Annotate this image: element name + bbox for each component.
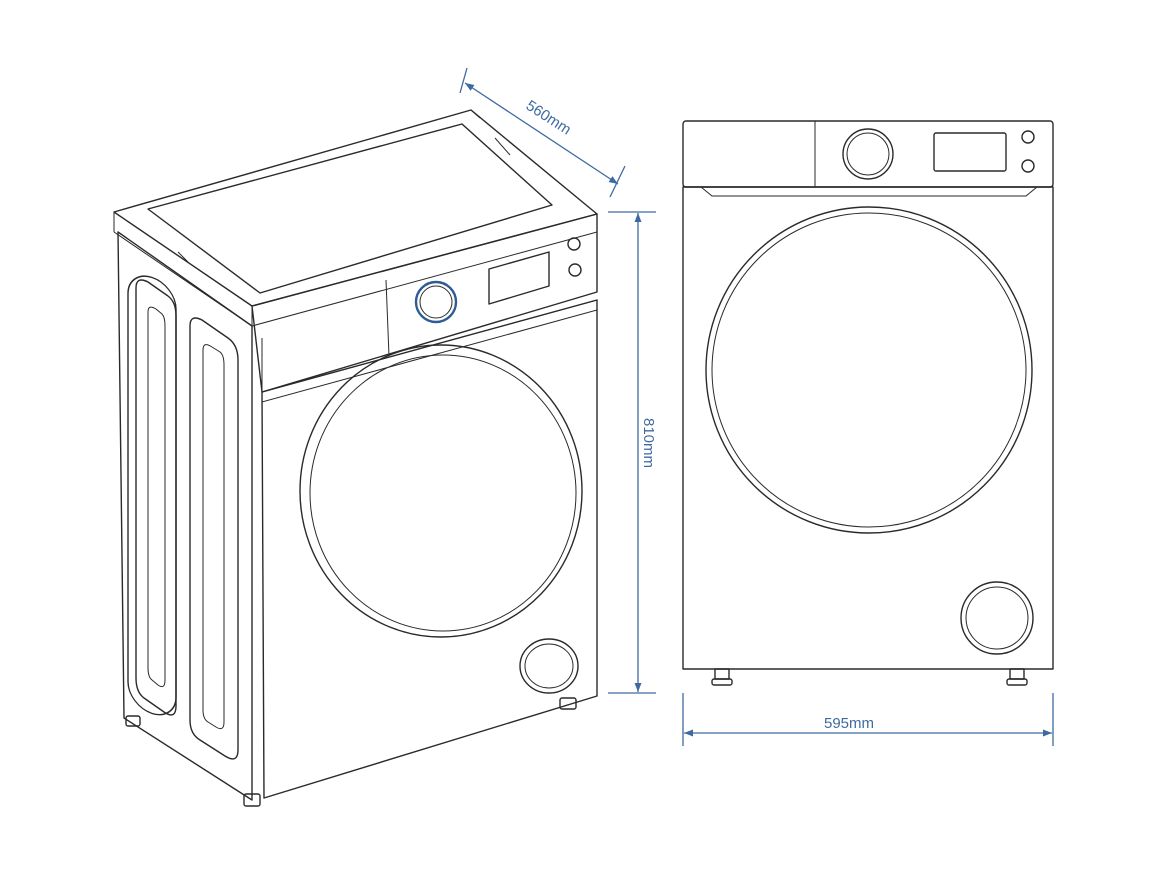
filter-cover <box>519 638 579 694</box>
front-face <box>261 299 598 799</box>
button-icon <box>567 237 581 251</box>
front-view <box>682 120 1054 686</box>
depth-label: 560mm <box>523 97 574 139</box>
depth-dimension: 560mm <box>459 67 626 198</box>
button-icon <box>1021 130 1035 144</box>
front-feet <box>711 668 1028 686</box>
height-dimension: 810mm <box>608 211 657 694</box>
door-inner <box>711 212 1027 528</box>
height-label: 810mm <box>640 418 657 468</box>
perspective-view <box>113 109 598 807</box>
button-icon <box>568 263 582 277</box>
width-label: 595mm <box>824 715 874 732</box>
door-inner <box>309 354 577 632</box>
front-body <box>682 186 1054 670</box>
width-dimension: 595mm <box>682 693 1054 746</box>
filter-cover <box>960 581 1034 655</box>
door-outer <box>299 344 583 638</box>
side-face <box>117 231 253 801</box>
button-icon <box>1021 159 1035 173</box>
front-control-panel <box>682 120 1054 197</box>
display-screen <box>488 251 550 305</box>
feet <box>125 697 577 807</box>
door-outer <box>705 206 1033 534</box>
control-panel <box>251 213 598 393</box>
dial-knob <box>842 128 894 180</box>
dial-knob <box>414 280 458 324</box>
display-screen <box>933 132 1007 172</box>
